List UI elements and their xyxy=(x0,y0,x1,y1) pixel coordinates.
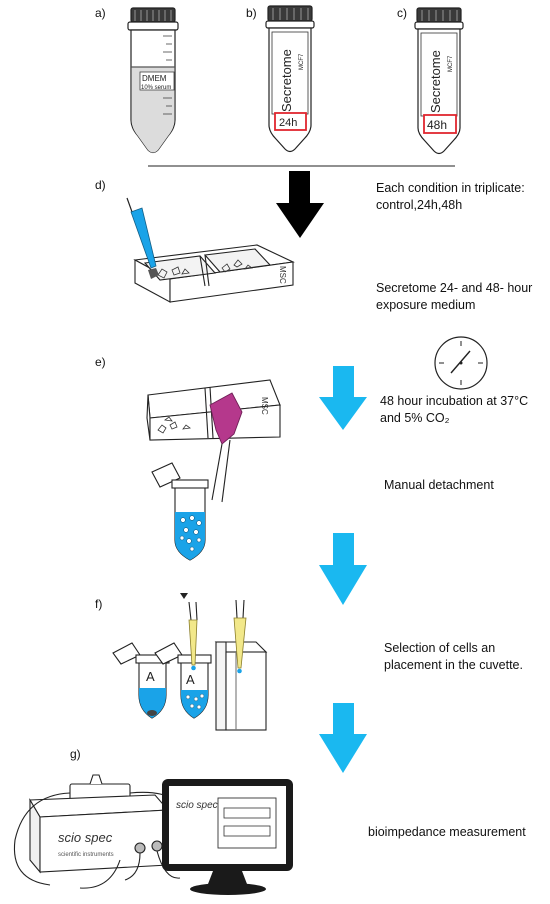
eppendorf-tube-e xyxy=(151,462,209,561)
caption-bioimpedance: bioimpedance measurement xyxy=(368,825,526,839)
caption-selection-line1: Selection of cells an xyxy=(384,641,496,655)
device-brand: scio spec xyxy=(58,830,113,845)
cuvette xyxy=(214,641,268,731)
clock-icon xyxy=(434,336,488,390)
tube-a xyxy=(127,7,179,154)
plate-d-msc: MSC xyxy=(278,266,287,284)
tube-c-sub: MCF7 xyxy=(448,55,454,72)
caption-triplicate: Each condition in triplicate: control,24… xyxy=(376,180,525,214)
tube-c-label: Secretome xyxy=(428,50,443,113)
tube-f1-label: A xyxy=(146,669,155,684)
panel-label-c: c) xyxy=(397,6,407,20)
pipette-d xyxy=(126,197,159,279)
panel-label-b: b) xyxy=(246,6,257,20)
caption-secretome-line1: Secretome 24- and 48- hour xyxy=(376,281,533,295)
caption-incubation-line2: and 5% CO₂ xyxy=(380,411,450,425)
screen-brand: scio spec xyxy=(176,800,218,811)
panel-label-a: a) xyxy=(95,6,106,20)
tube-a-graduations xyxy=(163,35,172,115)
panel-label-g: g) xyxy=(70,747,81,761)
tube-b-sub: MCF7 xyxy=(299,53,305,70)
caption-triplicate-line1: Each condition in triplicate: xyxy=(376,181,525,195)
culture-plate-d xyxy=(133,244,295,303)
caption-incubation: 48 hour incubation at 37°C and 5% CO₂ xyxy=(380,393,528,427)
caption-secretome: Secretome 24- and 48- hour exposure medi… xyxy=(376,280,532,314)
eppendorf-tube-f1 xyxy=(112,642,170,719)
tube-b-label: Secretome xyxy=(279,49,294,112)
plate-e-msc: MSC xyxy=(260,397,269,415)
cells-in-tube-f2 xyxy=(185,693,205,710)
caption-incubation-line1: 48 hour incubation at 37°C xyxy=(380,394,529,408)
panel-label-d: d) xyxy=(95,178,106,192)
caption-detachment: Manual detachment xyxy=(384,478,494,492)
device-sub: scientific instruments xyxy=(58,852,114,858)
pipette-f3 xyxy=(233,599,247,674)
pipette-f2 xyxy=(180,593,198,671)
tube-c xyxy=(414,7,464,155)
tube-b xyxy=(265,5,315,153)
caption-selection-line2: placement in the cuvette. xyxy=(384,658,523,672)
panel-label-f: f) xyxy=(95,597,103,611)
tube-c-time: 48h xyxy=(427,118,447,132)
cells-in-tube-e xyxy=(179,515,202,552)
tube-a-label-main: DMEM xyxy=(142,74,167,83)
blue-arrow-1 xyxy=(319,366,367,430)
tube-f2-label: A xyxy=(186,672,195,687)
black-down-arrow xyxy=(276,171,324,238)
computer-monitor xyxy=(162,779,293,895)
caption-selection: Selection of cells an placement in the c… xyxy=(384,640,523,674)
caption-secretome-line2: exposure medium xyxy=(376,298,476,312)
panel-label-e: e) xyxy=(95,355,106,369)
scraper-e xyxy=(209,392,243,503)
cell-sketches-d xyxy=(157,259,254,279)
tube-a-label-sub: 10% serum xyxy=(141,85,171,91)
cell-sketches-e xyxy=(157,416,192,434)
caption-triplicate-line2: control,24h,48h xyxy=(376,198,463,212)
blue-arrow-3 xyxy=(319,703,367,773)
tube-b-time: 24h xyxy=(279,117,297,129)
blue-arrow-2 xyxy=(319,533,367,605)
